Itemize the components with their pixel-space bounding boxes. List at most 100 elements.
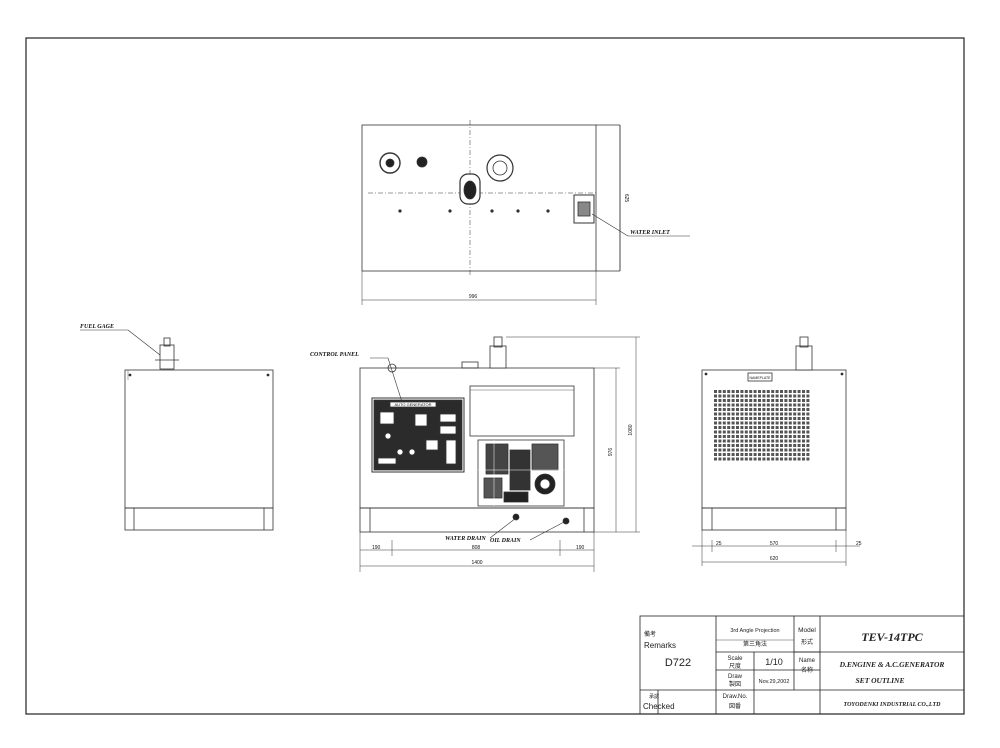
drawno-en: Draw.No. [723, 694, 748, 700]
grille-slot [731, 408, 735, 411]
grille-slot [718, 453, 722, 456]
grille-slot [802, 444, 805, 447]
dim-top-width: 996 [469, 294, 478, 300]
grille-slot [736, 457, 739, 461]
grille-slot [793, 430, 797, 434]
grille-slot [758, 453, 761, 456]
dim-side-left: 25 [716, 541, 722, 547]
grille-slot [744, 457, 748, 461]
grille-slot [744, 417, 748, 420]
grille-slot [766, 390, 770, 393]
grille-slot [771, 394, 775, 398]
grille-slot [788, 421, 792, 425]
dim-front-left: 190 [372, 545, 381, 551]
grille-slot [731, 453, 735, 456]
grille-slot [758, 457, 761, 461]
grille-slot [766, 394, 770, 398]
remarks-value: D722 [665, 657, 691, 669]
grille-slot [784, 426, 788, 429]
grille-slot [749, 444, 753, 447]
grille-slot [788, 412, 792, 416]
grille-slot [727, 444, 731, 447]
grille-slot [793, 403, 797, 407]
checked-jp: 承認 [649, 693, 659, 700]
grille-slot [797, 430, 801, 434]
grille-slot [762, 408, 766, 411]
label-control-panel: CONTROL PANEL [310, 352, 359, 358]
grille-slot [727, 430, 731, 434]
grille-slot [749, 421, 753, 425]
grille-slot [802, 430, 805, 434]
grille-slot [802, 412, 805, 416]
grille-slot [784, 457, 788, 461]
grille-slot [744, 408, 748, 411]
grille-slot [784, 435, 788, 438]
grille-slot [771, 390, 775, 393]
grille-slot [802, 390, 805, 393]
grille-slot [793, 457, 797, 461]
grille-slot [806, 403, 810, 407]
grille-slot [718, 390, 722, 393]
grille-slot [727, 403, 731, 407]
grille-slot [744, 403, 748, 407]
grille-slot [731, 390, 735, 393]
grille-slot [727, 457, 731, 461]
grille-slot [784, 412, 788, 416]
grille-slot [718, 408, 722, 411]
draw-en: Draw [728, 674, 743, 680]
grille-slot [749, 435, 753, 438]
grille-slot [744, 399, 748, 402]
grille-slot [797, 457, 801, 461]
grille-slot [744, 421, 748, 425]
grille-slot [788, 394, 792, 398]
drawing-name-line2: SET OUTLINE [856, 676, 905, 685]
grille-slot [727, 439, 731, 443]
exhaust-stack-right-icon [795, 345, 813, 371]
grille-slot [718, 412, 722, 416]
grille-slot [714, 412, 717, 416]
small-cap-icon [416, 156, 428, 168]
grille-slot [714, 426, 717, 429]
grille-slot [797, 444, 801, 447]
grille-slot [714, 435, 717, 438]
grille-slot [753, 448, 757, 452]
grille-slot [749, 417, 753, 420]
grille-slot [731, 435, 735, 438]
grille-slot [784, 453, 788, 456]
grille-slot [797, 421, 801, 425]
grille-slot [762, 457, 766, 461]
grille-slot [758, 412, 761, 416]
grille-slot [714, 448, 717, 452]
grille-slot [718, 403, 722, 407]
grille-slot [766, 430, 770, 434]
grille-slot [793, 390, 797, 393]
grille-slot [797, 408, 801, 411]
grille-slot [762, 435, 766, 438]
grille-slot [714, 421, 717, 425]
water-inlet-icon [573, 194, 595, 224]
grille-slot [740, 439, 744, 443]
label-water-drain: WATER DRAIN [445, 536, 486, 542]
grille-slot [797, 412, 801, 416]
grille-slot [744, 412, 748, 416]
grille-slot [766, 426, 770, 429]
grille-slot [766, 435, 770, 438]
grille-slot [806, 421, 810, 425]
grille-slot [753, 426, 757, 429]
grille-slot [775, 430, 779, 434]
grille-slot [766, 417, 770, 420]
grille-slot [714, 399, 717, 402]
grille-slot [736, 448, 739, 452]
grille-slot [722, 408, 726, 411]
grille-slot [736, 417, 739, 420]
grille-slot [784, 408, 788, 411]
grille-slot [727, 390, 731, 393]
grille-slot [758, 394, 761, 398]
grille-slot [753, 430, 757, 434]
grille-slot [753, 421, 757, 425]
grille-slot [740, 448, 744, 452]
grille-slot [775, 457, 779, 461]
grille-slot [762, 453, 766, 456]
grille-slot [762, 417, 766, 420]
grille-slot [753, 403, 757, 407]
